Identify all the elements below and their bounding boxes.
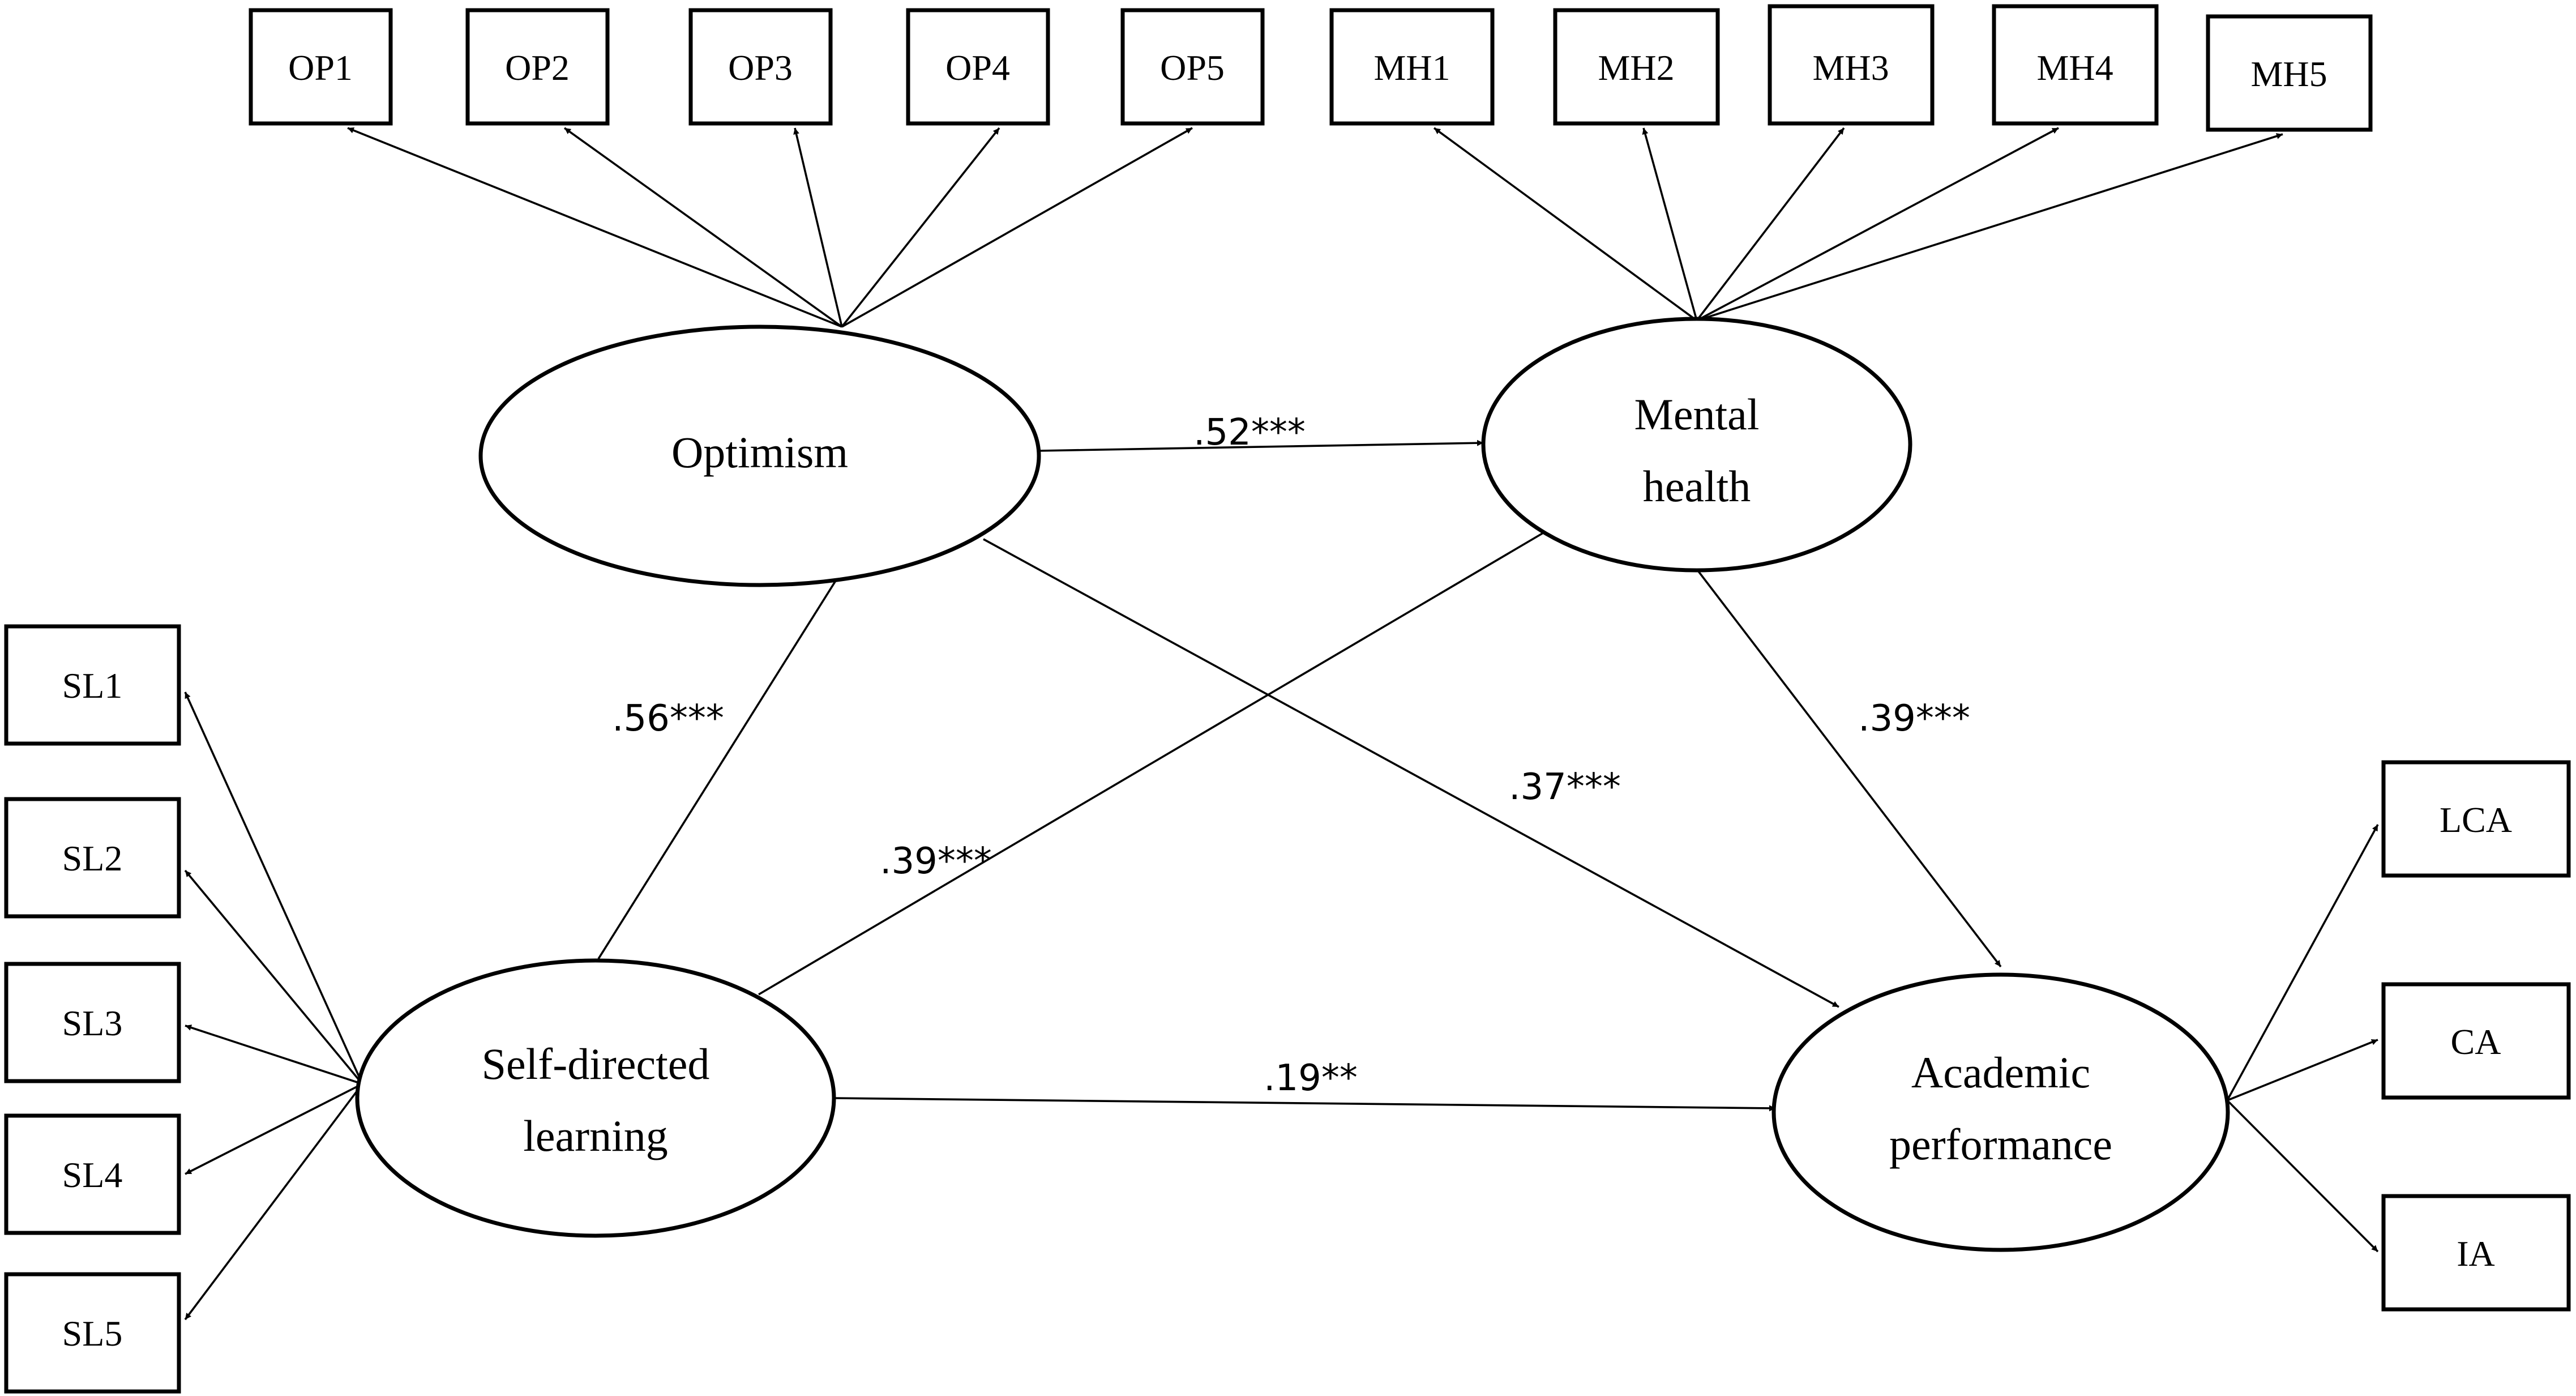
loading-arrow-sl1: [184, 691, 363, 1085]
loading-arrow-mh4: [1696, 127, 2059, 322]
indicator-sl2: SL2: [4, 797, 181, 919]
indicator-label: OP3: [728, 48, 793, 88]
latent-academic-performance: Academic performance: [1771, 972, 2230, 1252]
coefficient-sdl-optimism: .56***: [612, 698, 724, 740]
indicator-ia: IA: [2381, 1194, 2571, 1312]
latent-mental-health: Mental health: [1481, 317, 1912, 573]
latent-label-line-2: learning: [523, 1111, 668, 1160]
optimism-indicators: OP1 OP2 OP3 OP4 OP5: [249, 8, 1265, 126]
indicator-sl5: SL5: [4, 1272, 181, 1394]
loading-arrow-mh2: [1642, 127, 1698, 321]
loading-arrow-sl4: [185, 1083, 363, 1175]
indicator-label: SL1: [62, 665, 123, 706]
coefficient-optimism-mental-health: .52***: [1193, 412, 1306, 454]
measurement-arrows: [184, 127, 2379, 1321]
structural-arrows: [597, 439, 2002, 1112]
indicator-label: OP4: [945, 48, 1010, 88]
mental-health-indicators: MH1 MH2 MH3 MH4 MH5: [1329, 4, 2373, 132]
indicator-label: SL3: [62, 1003, 123, 1043]
indicator-label: OP1: [288, 48, 353, 88]
loading-arrow-op5: [841, 127, 1193, 328]
indicator-op3: OP3: [688, 8, 833, 126]
latent-label-line-1: Self-directed: [482, 1039, 710, 1088]
path-arrow-sdl-to-mental-health: [758, 528, 1550, 996]
indicator-op5: OP5: [1120, 8, 1265, 126]
loading-arrow-op1: [347, 127, 842, 328]
loading-arrow-mh5: [1696, 133, 2283, 322]
indicator-label: LCA: [2440, 800, 2512, 840]
self-directed-learning-indicators: SL1 SL2 SL3 SL4 SL5: [4, 624, 181, 1394]
loading-arrow-sl2: [184, 869, 363, 1085]
indicator-mh4: MH4: [1992, 4, 2159, 126]
path-arrow-mental-health-to-academic-performance: [1696, 568, 2002, 968]
indicator-label: OP2: [505, 48, 570, 88]
path-arrow-optimism-to-academic-performance: [983, 538, 1839, 1008]
indicator-mh5: MH5: [2206, 14, 2373, 132]
coefficient-optimism-academic-performance: .37***: [1509, 766, 1621, 808]
latent-self-directed-learning: Self-directed learning: [355, 958, 836, 1238]
indicator-label: CA: [2451, 1022, 2501, 1062]
loading-arrow-ia: [2226, 1099, 2379, 1253]
loading-arrow-ca: [2227, 1039, 2378, 1102]
loading-arrow-op3: [793, 127, 843, 327]
loading-arrow-sl5: [184, 1083, 363, 1321]
latent-label-line-2: performance: [1889, 1120, 2112, 1169]
indicator-op4: OP4: [906, 8, 1050, 126]
loading-arrow-op4: [841, 127, 1000, 328]
indicator-label: MH4: [2036, 48, 2113, 88]
indicator-label: MH1: [1373, 48, 1450, 88]
indicator-label: MH2: [1598, 48, 1674, 88]
indicator-label: SL2: [62, 838, 123, 878]
path-coefficients: .52*** .56*** .39*** .37*** .39*** .19**: [612, 412, 1970, 1099]
coefficient-sdl-academic-performance: .19**: [1264, 1057, 1358, 1099]
indicator-sl4: SL4: [4, 1113, 181, 1235]
indicator-op2: OP2: [465, 8, 610, 126]
coefficient-mental-health-academic-performance: .39***: [1858, 698, 1970, 740]
indicator-label: OP5: [1160, 48, 1225, 88]
path-arrow-optimism-to-mental-health: [1038, 439, 1484, 452]
path-arrow-sdl-to-optimism: [597, 570, 843, 959]
coefficient-sdl-mental-health: .39***: [880, 840, 992, 882]
indicator-mh3: MH3: [1768, 4, 1935, 126]
indicator-ca: CA: [2381, 982, 2571, 1100]
indicator-sl1: SL1: [4, 624, 181, 746]
loading-arrow-op2: [563, 127, 843, 328]
indicator-label: MH3: [1812, 48, 1889, 88]
path-arrow-sdl-to-academic-performance: [835, 1097, 1776, 1112]
loading-arrow-mh1: [1433, 127, 1698, 322]
indicator-label: SL4: [62, 1155, 123, 1195]
latent-label-line-1: Academic: [1911, 1048, 2090, 1097]
loading-arrow-lca: [2226, 824, 2379, 1101]
latent-label-line-1: Mental: [1634, 390, 1760, 439]
indicator-label: SL5: [62, 1313, 123, 1354]
latent-label: Optimism: [671, 428, 848, 477]
latent-optimism: Optimism: [478, 325, 1041, 587]
loading-arrow-sl3: [185, 1024, 363, 1085]
indicator-mh2: MH2: [1553, 8, 1720, 126]
loading-arrow-mh3: [1696, 127, 1845, 322]
indicator-sl3: SL3: [4, 962, 181, 1083]
academic-performance-indicators: LCA CA IA: [2381, 760, 2571, 1312]
indicator-lca: LCA: [2381, 760, 2571, 878]
indicator-op1: OP1: [249, 8, 393, 126]
indicator-label: MH5: [2250, 54, 2327, 94]
indicator-label: IA: [2457, 1233, 2495, 1274]
indicator-mh1: MH1: [1329, 8, 1495, 126]
latent-label-line-2: health: [1643, 462, 1751, 511]
